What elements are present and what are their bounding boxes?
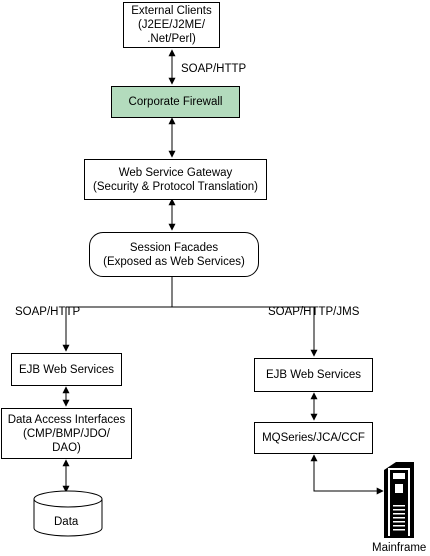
ejb-web-services-left-box: EJB Web Services — [11, 353, 122, 386]
label-soap-http-jms-right: SOAP/HTTP/JMS — [268, 306, 360, 318]
data-access-line-1: Data Access Interfaces — [7, 413, 126, 426]
mqseries-label: MQSeries/JCA/CCF — [262, 432, 365, 444]
label-soap-http-left: SOAP/HTTP — [15, 306, 81, 318]
data-access-line-3: DAO) — [52, 441, 81, 454]
edge-mq-mainframe — [310, 454, 384, 495]
data-cylinder — [33, 490, 103, 537]
data-label: Data — [54, 516, 79, 528]
corporate-firewall-label: Corporate Firewall — [128, 96, 223, 108]
mqseries-box: MQSeries/JCA/CCF — [254, 422, 373, 454]
external-clients-line-2: (J2EE/J2ME/ — [137, 19, 206, 31]
ejb-left-label: EJB Web Services — [18, 363, 114, 376]
external-clients-line-3: .Net/Perl) — [147, 33, 196, 45]
gateway-line-2: (Security & Protocol Translation) — [93, 180, 258, 193]
web-service-gateway-box: Web Service Gateway (Security & Protocol… — [84, 159, 267, 200]
ejb-web-services-right-box: EJB Web Services — [254, 358, 373, 392]
external-clients-box: External Clients (J2EE/J2ME/ .Net/Perl) — [123, 2, 220, 48]
corporate-firewall-box: Corporate Firewall — [111, 86, 240, 118]
data-access-interfaces-box: Data Access Interfaces (CMP/BMP/JDO/ DAO… — [1, 408, 132, 459]
mainframe-icon — [384, 462, 414, 538]
session-facades-line-1: Session Facades — [129, 241, 219, 254]
ejb-right-label: EJB Web Services — [265, 369, 361, 381]
session-facades-line-2: (Exposed as Web Services) — [103, 255, 245, 268]
data-access-line-2: (CMP/BMP/JDO/ — [23, 427, 110, 440]
external-clients-line-1: External Clients — [131, 5, 212, 17]
session-facades-box: Session Facades (Exposed as Web Services… — [89, 232, 259, 277]
label-soap-http-top: SOAP/HTTP — [181, 63, 247, 75]
gateway-line-1: Web Service Gateway — [118, 166, 233, 179]
mainframe-label: Mainframe — [372, 542, 427, 554]
